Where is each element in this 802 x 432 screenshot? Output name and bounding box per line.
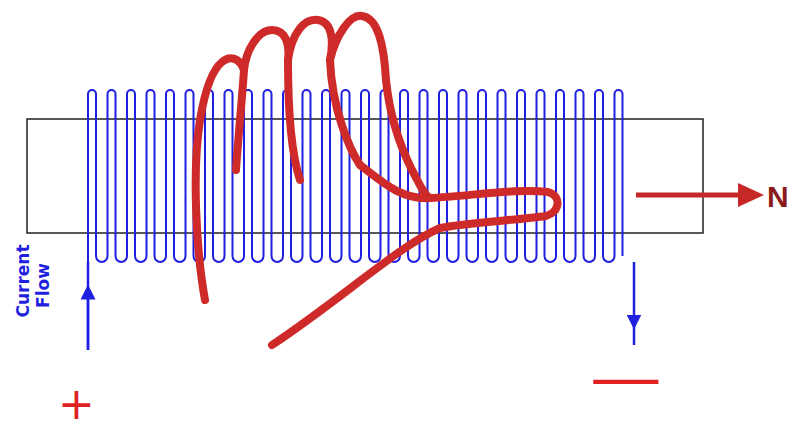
- coil-path: [88, 90, 623, 262]
- left-lead: [87, 262, 90, 350]
- current-arrow-out: [633, 262, 636, 322]
- north-arrow-shaft: [636, 193, 742, 198]
- finger-line: [360, 165, 430, 198]
- finger-line: [236, 70, 244, 170]
- north-pole-label: N: [767, 180, 789, 214]
- right-lead: [633, 322, 636, 345]
- finger-line: [330, 60, 360, 165]
- iron-core: [27, 119, 703, 233]
- positive-terminal: +: [58, 378, 95, 429]
- finger-line: [288, 60, 300, 180]
- north-arrow-head: [738, 183, 764, 207]
- right-hand: [196, 16, 558, 345]
- current-flow-label: Current Flow: [14, 254, 53, 318]
- coil-windings: [88, 90, 623, 262]
- hand-outline: [196, 16, 558, 345]
- negative-terminal: −: [582, 350, 669, 410]
- current-arrow-in: [87, 292, 90, 350]
